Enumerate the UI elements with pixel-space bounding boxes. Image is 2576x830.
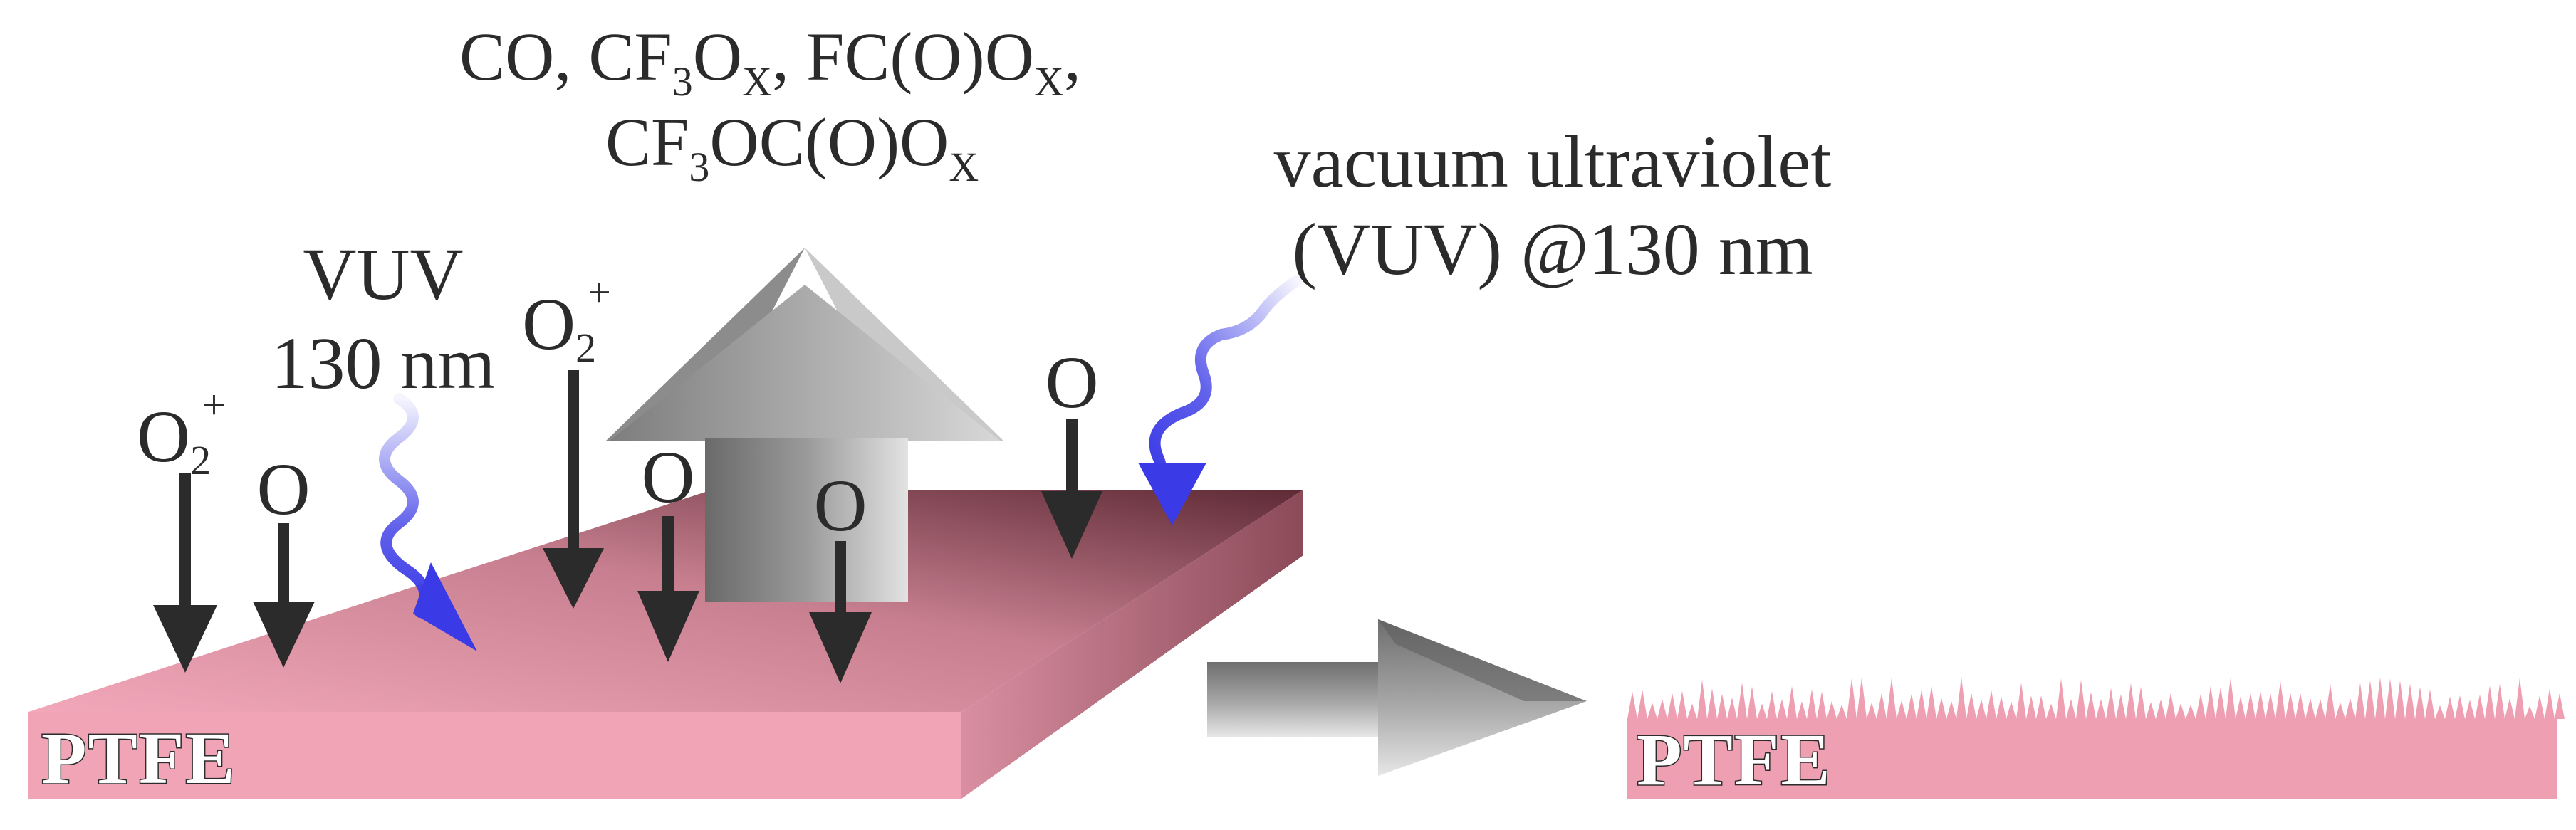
products-oc: OC(O)O bbox=[709, 104, 949, 180]
down-arrow-icon bbox=[253, 523, 315, 668]
down-arrow-icon bbox=[1041, 419, 1102, 559]
species-o2plus-left: O2+ bbox=[137, 382, 226, 483]
species-o-d: O bbox=[1045, 342, 1098, 424]
products-sub-x3: X bbox=[949, 144, 979, 190]
vacuum-uv-line2: (VUV) @130 nm bbox=[1292, 209, 1813, 290]
wavy-arrow-icon bbox=[1138, 275, 1302, 525]
species-labels: O2+ O2+ O O O O bbox=[137, 269, 1099, 547]
species-arrows bbox=[153, 370, 1102, 683]
species-o-c: O bbox=[813, 465, 867, 547]
products-cf2: CF bbox=[605, 104, 689, 180]
species-o-b: O bbox=[641, 436, 694, 518]
vuv-label: VUV 130 nm bbox=[271, 233, 496, 404]
products-comma: , bbox=[1064, 19, 1081, 95]
species-o2plus-mid: O2+ bbox=[522, 269, 611, 371]
svg-text:CF3OC(O)OX: CF3OC(O)OX bbox=[605, 104, 979, 190]
vacuum-uv-label: vacuum ultraviolet (VUV) @130 nm bbox=[1274, 121, 1832, 290]
products-sub-x2: X bbox=[1034, 58, 1064, 105]
vuv-label-line2: 130 nm bbox=[271, 322, 496, 404]
ptfe-slab-front bbox=[28, 712, 961, 799]
products-sub-3: 3 bbox=[672, 58, 693, 105]
svg-text:CO, CF3OX, FC(O)OX,: CO, CF3OX, FC(O)OX, bbox=[459, 19, 1081, 105]
products-o: O bbox=[693, 19, 742, 95]
up-arrow-icon bbox=[605, 248, 1004, 602]
ptfe-rough-after: PTFE bbox=[1627, 676, 2565, 802]
ptfe-slab-side bbox=[961, 490, 1303, 799]
vacuum-uv-line1: vacuum ultraviolet bbox=[1274, 121, 1832, 203]
products-fc: , FC(O)O bbox=[772, 19, 1034, 95]
products-sub-3b: 3 bbox=[689, 144, 709, 190]
down-arrow-icon bbox=[153, 473, 217, 673]
species-o-a: O bbox=[256, 448, 310, 530]
ptfe-label-after: PTFE bbox=[1637, 719, 1832, 801]
down-arrow-icon bbox=[637, 516, 699, 662]
products-label: CO, CF3OX, FC(O)OX, CF3OC(O)OX bbox=[459, 19, 1081, 190]
wavy-arrow-icon bbox=[379, 393, 477, 651]
down-arrow-icon bbox=[543, 370, 604, 609]
products-co-cf: CO, CF bbox=[459, 19, 672, 95]
ptfe-rough-surface bbox=[1627, 676, 2565, 799]
products-sub-x: X bbox=[742, 58, 772, 105]
ptfe-label-before: PTFE bbox=[41, 718, 236, 799]
down-arrow-icon bbox=[809, 541, 872, 683]
vuv-label-line1: VUV bbox=[303, 233, 463, 315]
right-arrow-icon bbox=[1207, 619, 1587, 776]
